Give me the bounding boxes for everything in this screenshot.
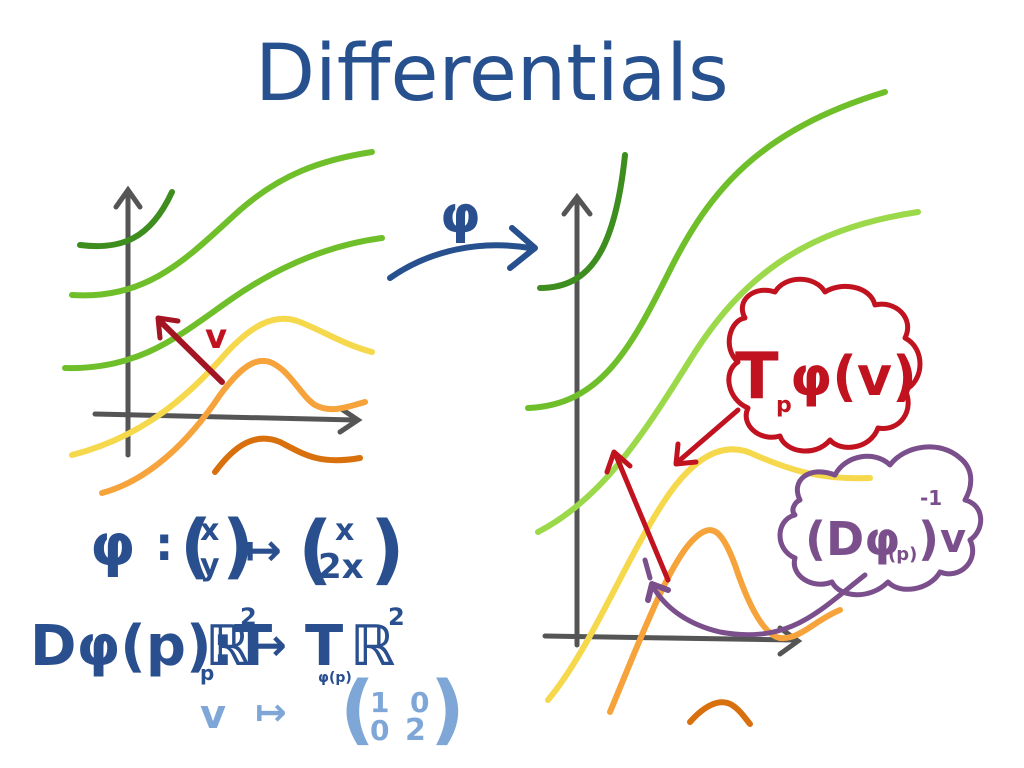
- red-pointer-arrow-head: [673, 441, 699, 467]
- left-dark-orange-curve: [212, 435, 363, 475]
- red-bubble-T: T: [735, 340, 779, 414]
- formula-diff: Dφ(p):T p ℝ 2 ↦ T φ(p) ℝ 2: [30, 603, 405, 686]
- page-title: Differentials: [255, 29, 729, 119]
- map-arrow-stroke: [387, 242, 533, 281]
- formula-matrix-m11: 1: [370, 686, 389, 719]
- right-y-arrowhead: [561, 192, 593, 217]
- formula-diff-rhs: T: [305, 614, 343, 679]
- formula-diff-sub-phi-p: φ(p): [318, 670, 352, 686]
- right-orange-curve: [607, 527, 843, 715]
- purple-bubble-close: ): [918, 512, 939, 566]
- formula-map-paren-close-2: ): [370, 504, 405, 593]
- formula-matrix-m21: 0: [370, 714, 389, 747]
- formula-map-phi: φ: [90, 511, 135, 579]
- formula-map-bottom: 2x: [318, 547, 364, 587]
- formula-diff-space-1: ℝ: [205, 614, 250, 679]
- map-arrow-label: φ: [440, 185, 481, 245]
- left-vector-v-head: [155, 315, 181, 341]
- formula-map: φ : ( x y ) ↦ ( x 2x ): [90, 504, 405, 593]
- purple-pullback-arrow-head: [645, 581, 671, 603]
- right-vector-red: [614, 455, 671, 583]
- left-plot: v: [62, 149, 385, 496]
- left-x-arrowhead: [337, 405, 363, 435]
- formula-matrix-paren-close: ): [430, 664, 465, 753]
- right-green-curve-top: [525, 89, 888, 411]
- purple-bubble-tail: v: [940, 516, 966, 562]
- formula-matrix-m22: 2: [405, 713, 426, 748]
- left-green-curve-mid: [62, 235, 385, 372]
- right-x-arrowhead: [777, 625, 803, 657]
- formula-map-y: y: [200, 548, 220, 583]
- left-green-curve-top: [69, 149, 375, 299]
- purple-bubble-outline: [777, 444, 984, 598]
- formula-map-x: x: [200, 513, 219, 548]
- formula-matrix-v: v: [200, 692, 226, 738]
- right-green-curve-mid: [535, 209, 921, 535]
- purple-bubble-main: (Dφ: [805, 512, 900, 566]
- red-bubble-rest: φ(v): [790, 345, 917, 408]
- formula-diff-exp-1: 2: [240, 603, 257, 631]
- formula-map-paren-close-1: ): [222, 505, 254, 587]
- left-vector-v: [159, 320, 225, 385]
- formula-map-paren-open-1: (: [180, 505, 212, 587]
- formula-map-arrow: ↦: [245, 525, 282, 576]
- right-yellow-curve: [545, 446, 873, 703]
- formula-map-paren-open-2: (: [298, 504, 333, 593]
- formula-diff-exp-2: 2: [388, 603, 405, 631]
- red-bubble-outline: [726, 276, 923, 454]
- left-orange-curve: [99, 357, 368, 496]
- formula-map-colon: :: [155, 517, 173, 571]
- formula-matrix-paren-open: (: [340, 664, 375, 753]
- right-vector-red-head: [604, 449, 633, 475]
- right-plot: [525, 89, 921, 727]
- purple-bubble: (Dφ (p) ) -1 v: [777, 444, 984, 598]
- formula-diff-sub-p: p: [200, 661, 214, 685]
- left-yellow-curve: [69, 315, 375, 458]
- red-pointer-arrow: [677, 407, 741, 463]
- formula-matrix-m12: 0: [410, 686, 429, 719]
- formula-diff-arrow: ↦: [250, 620, 287, 671]
- left-x-axis: [92, 411, 358, 423]
- left-y-arrowhead: [113, 185, 143, 210]
- purple-bubble-sub: (p): [888, 544, 917, 565]
- map-arrow: φ: [387, 185, 538, 281]
- red-bubble: T p φ(v): [726, 276, 923, 454]
- right-dark-green-curve: [537, 152, 628, 291]
- purple-small-arrow: [642, 557, 653, 581]
- right-dark-orange-curve: [687, 699, 753, 727]
- formula-diff-space-2: ℝ: [350, 614, 395, 679]
- formula-diff-lhs: Dφ(p):T: [30, 614, 272, 679]
- left-vector-label: v: [205, 317, 227, 357]
- left-dark-green-curve: [77, 189, 175, 250]
- red-bubble-sub: p: [776, 393, 792, 418]
- purple-pullback-arrow: [652, 572, 868, 638]
- formula-map-top: x: [335, 513, 354, 548]
- formula-matrix-arrow: ↦: [255, 690, 287, 734]
- formula-matrix: v ↦ ( 1 0 0 2 ): [200, 664, 465, 753]
- purple-bubble-exp: -1: [920, 486, 942, 510]
- map-arrow-head: [507, 225, 538, 271]
